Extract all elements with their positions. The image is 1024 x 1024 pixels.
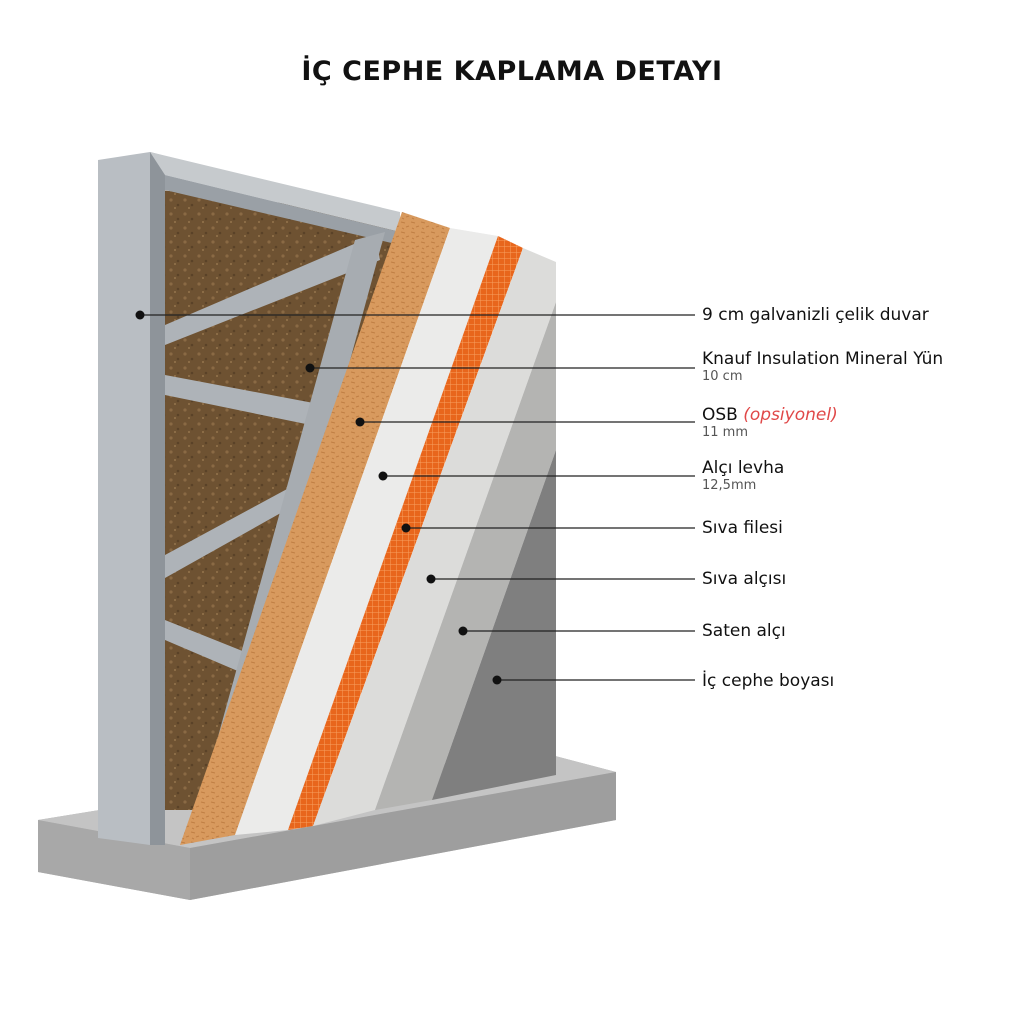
label-steel-wall: 9 cm galvanizli çelik duvar (702, 305, 929, 325)
label-plaster-text: Sıva alçısı (702, 569, 787, 589)
interior-paint-layer (432, 450, 556, 800)
gypsum-board-layer (235, 228, 498, 835)
leader-lines (135, 310, 695, 685)
label-osb-main: OSB (opsiyonel) (702, 405, 838, 425)
label-interior-paint: İç cephe boyası (702, 671, 834, 691)
label-osb: OSB (opsiyonel) 11 mm (702, 405, 838, 441)
label-osb-text: OSB (702, 405, 738, 425)
satin-plaster-layer (375, 302, 556, 810)
label-plaster-mesh: Sıva filesi (702, 518, 783, 538)
label-osb-optional: (opsiyonel) (743, 405, 838, 425)
osb-layer (180, 212, 450, 845)
plaster-mesh-layer (288, 236, 523, 830)
label-satin-plaster-text: Saten alçı (702, 621, 786, 641)
plaster-layer (313, 248, 556, 826)
label-satin-plaster: Saten alçı (702, 621, 786, 641)
label-osb-sub: 11 mm (702, 425, 749, 440)
label-gypsum-board-text: Alçı levha (702, 458, 785, 478)
steel-frame (98, 152, 400, 845)
label-plaster-mesh-text: Sıva filesi (702, 518, 783, 538)
label-gypsum-board: Alçı levha 12,5mm (702, 458, 784, 494)
label-plaster: Sıva alçısı (702, 569, 786, 589)
label-mineral-wool-sub: 10 cm (702, 369, 743, 384)
label-interior-paint-text: İç cephe boyası (702, 671, 835, 691)
label-mineral-wool-text: Knauf Insulation Mineral Yün (702, 349, 944, 369)
diagram-title: İÇ CEPHE KAPLAMA DETAYI (301, 56, 723, 87)
label-gypsum-board-sub: 12,5mm (702, 478, 757, 493)
label-mineral-wool: Knauf Insulation Mineral Yün 10 cm (702, 349, 943, 385)
label-steel-wall-text: 9 cm galvanizli çelik duvar (702, 305, 929, 325)
